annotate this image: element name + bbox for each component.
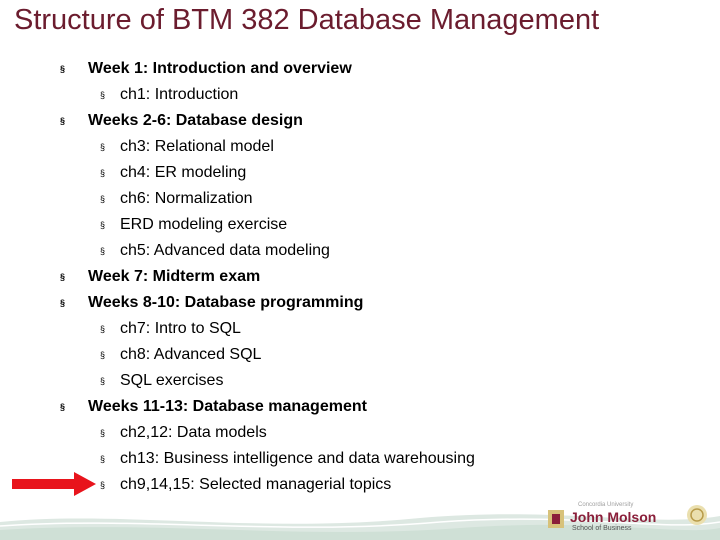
outline-item-text: Week 1: Introduction and overview [88, 60, 352, 77]
bullet-icon: § [100, 324, 106, 334]
outline-subitem: § ch8: Advanced SQL [0, 342, 720, 368]
bullet-icon: § [100, 454, 106, 464]
outline-item: § Week 1: Introduction and overview [0, 56, 720, 82]
bullet-icon: § [60, 272, 66, 282]
bullet-icon: § [100, 194, 106, 204]
bullet-icon: § [100, 428, 106, 438]
outline-subitem: § ch5: Advanced data modeling [0, 238, 720, 264]
outline-item-text: ERD modeling exercise [120, 216, 288, 233]
bullet-icon: § [100, 142, 106, 152]
school-logo: Concordia University John Molson School … [546, 502, 676, 532]
outline-item-text: ch13: Business intelligence and data war… [120, 450, 475, 467]
red-arrow-icon [12, 472, 96, 496]
outline-item-text: ch4: ER modeling [120, 164, 247, 181]
outline-item-text: Weeks 11-13: Database management [88, 398, 367, 415]
university-seal-icon [687, 505, 707, 525]
outline-item-text: ch8: Advanced SQL [120, 346, 262, 363]
jmsb-logo-mark-icon [548, 510, 564, 528]
outline-subitem: § ch7: Intro to SQL [0, 316, 720, 342]
outline-subitem: § ch13: Business intelligence and data wa… [0, 446, 720, 472]
outline-item-text: ch9,14,15: Selected managerial topics [120, 476, 392, 493]
bullet-icon: § [100, 376, 106, 386]
bullet-icon: § [60, 402, 66, 412]
outline-item-text: Week 7: Midterm exam [88, 268, 261, 285]
outline-subitem: § ch6: Normalization [0, 186, 720, 212]
footer-decoration [0, 514, 720, 540]
outline-subitem: § ch4: ER modeling [0, 160, 720, 186]
bullet-icon: § [60, 298, 66, 308]
outline-subitem: § ch9,14,15: Selected managerial topics [0, 472, 720, 498]
school-name: John Molson [570, 509, 657, 525]
university-name: Concordia University [578, 502, 634, 508]
outline-subitem: § ch2,12: Data models [0, 420, 720, 446]
outline-item-text: ch2,12: Data models [120, 424, 267, 441]
outline-item: § Weeks 2-6: Database design [0, 108, 720, 134]
outline-list: § Week 1: Introduction and overview § ch1: … [0, 56, 720, 498]
outline-item-text: Weeks 8-10: Database programming [88, 294, 364, 311]
outline-item-text: SQL exercises [120, 372, 224, 389]
outline-subitem: § ERD modeling exercise [0, 212, 720, 238]
outline-item-text: Weeks 2-6: Database design [88, 112, 303, 129]
bullet-icon: § [100, 168, 106, 178]
bullet-icon: § [60, 64, 66, 74]
outline-subitem: § SQL exercises [0, 368, 720, 394]
outline-item-text: ch6: Normalization [120, 190, 253, 207]
bullet-icon: § [100, 350, 106, 360]
outline-item-text: ch1: Introduction [120, 86, 239, 103]
outline-item-text: ch5: Advanced data modeling [120, 242, 330, 259]
bullet-icon: § [100, 246, 106, 256]
outline-item: § Weeks 8-10: Database programming [0, 290, 720, 316]
outline-subitem: § ch3: Relational model [0, 134, 720, 160]
bullet-icon: § [60, 116, 66, 126]
slide-title: Structure of BTM 382 Database Management [14, 4, 600, 36]
outline-item: § Weeks 11-13: Database management [0, 394, 720, 420]
bullet-icon: § [100, 220, 106, 230]
school-subtitle: School of Business [572, 525, 632, 532]
bullet-icon: § [100, 90, 106, 100]
outline-item-text: ch7: Intro to SQL [120, 320, 241, 337]
bullet-icon: § [100, 480, 106, 490]
outline-subitem: § ch1: Introduction [0, 82, 720, 108]
outline-item: § Week 7: Midterm exam [0, 264, 720, 290]
outline-item-text: ch3: Relational model [120, 138, 274, 155]
